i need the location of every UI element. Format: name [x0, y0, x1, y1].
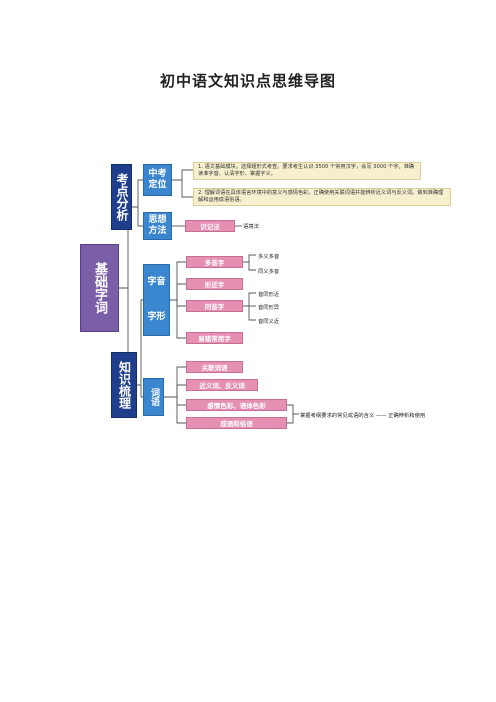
text-duoyi-duoyin: 多义多音	[258, 254, 280, 260]
node-zixing-label: 字形	[147, 312, 166, 322]
node-fangfa-label: 思想方法	[148, 215, 167, 236]
text-yujing-fa: 语境法	[243, 224, 259, 230]
node-kaodian-fenxi: 考点分析	[111, 164, 132, 230]
root-node: 基础字词	[80, 244, 119, 332]
page-title: 初中语文知识点思维导图	[159, 72, 336, 90]
node-ziyin-label: 字音	[147, 277, 166, 287]
node-ziyin-zixing: 字音 字形	[143, 264, 170, 336]
node-zhishi-shuli: 知识梳理	[111, 352, 137, 418]
node-ciyu: 词语	[143, 378, 164, 416]
node-kaodian-label: 考点分析	[115, 173, 129, 221]
node-dingwei-label: 中考定位	[148, 169, 167, 190]
leaf-jinyici-fanyici: 近义词、反义词	[186, 379, 258, 391]
node-zhishi-label: 知识梳理	[117, 361, 132, 409]
node-zhongkao-dingwei: 中考定位	[143, 164, 172, 196]
leaf-tongyinzi: 同音字	[186, 300, 243, 312]
note-dingwei-1: 1. 语文基础模块。选择题形式考查。要求考生认识 3500 个常用汉字，会写 3…	[193, 162, 421, 180]
leaf-shiji-fa: 识记法	[185, 220, 235, 232]
leaf-guanlian-ciyu: 关联词语	[186, 361, 243, 373]
node-sixiang-fangfa: 思想方法	[143, 212, 172, 240]
leaf-chengyu-suyu: 成语和俗语	[186, 417, 287, 429]
leaf-duoyinzi: 多音字	[186, 256, 243, 268]
node-ciyu-label: 词语	[149, 388, 159, 406]
leaf-yicuo-changyongzi: 易错常用字	[186, 332, 243, 344]
text-yintong-xingyi: 音同形异	[258, 305, 280, 311]
leaf-ganqing-seca: 感情色彩、语体色彩	[186, 399, 287, 411]
text-chengyu-note: 掌握考纲要求的常见成语的含义 —— 正确辨析和使用	[300, 413, 426, 419]
text-yintong-xingjin: 音同形近	[258, 292, 280, 298]
text-yintong-yijin: 音同义近	[258, 319, 280, 325]
root-label: 基础字词	[92, 262, 107, 314]
text-tongyi-duoyin: 同义多音	[258, 269, 280, 275]
note-dingwei-2: 2. 理解词语在具体语言环境中的意义与感情色彩。正确使用关联词语并能辨析近义词与…	[193, 188, 451, 206]
leaf-xingjinzi: 形近字	[186, 278, 243, 290]
